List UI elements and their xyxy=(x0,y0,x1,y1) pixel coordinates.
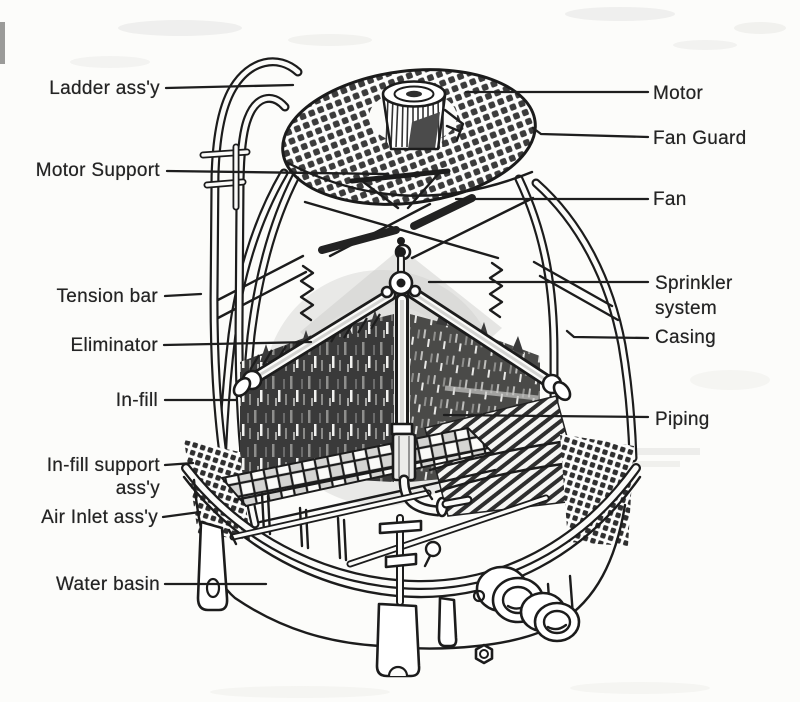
tension-bar-rods xyxy=(212,254,620,322)
basin-leg xyxy=(437,596,458,648)
label-in-fill-support: In-fill support ass'y xyxy=(46,455,160,499)
leader-tension-bar xyxy=(163,292,203,298)
spring-right xyxy=(488,261,504,319)
label-fan: Fan xyxy=(653,189,687,210)
leader-fan-guard xyxy=(531,126,650,139)
basin-leg xyxy=(375,602,421,678)
spring-left xyxy=(299,264,315,322)
drain-bolt xyxy=(474,643,494,665)
label-air-inlet-assy: Air Inlet ass'y xyxy=(41,507,158,528)
label-casing: Casing xyxy=(655,327,716,348)
outlet-pipes xyxy=(472,565,581,665)
leader-casing xyxy=(565,329,650,340)
leader-eliminator xyxy=(162,340,313,347)
scan-smudges xyxy=(0,7,786,698)
label-motor: Motor xyxy=(653,83,704,104)
central-shaft xyxy=(390,293,473,518)
float-valve xyxy=(378,514,442,606)
label-water-basin: Water basin xyxy=(56,574,160,595)
motor-support xyxy=(349,168,451,210)
label-ladder-assy: Ladder ass'y xyxy=(49,78,160,99)
leader-lines xyxy=(161,83,650,586)
label-motor-support: Motor Support xyxy=(35,160,160,181)
leader-piping xyxy=(442,413,650,419)
leader-ladder-assy xyxy=(164,83,295,90)
motor-bracket xyxy=(443,108,465,142)
water-basin xyxy=(181,463,642,678)
leader-air-inlet-assy xyxy=(161,510,202,519)
label-in-fill: In-fill xyxy=(115,390,158,411)
leader-in-fill-support xyxy=(163,461,195,467)
label-tension-bar: Tension bar xyxy=(56,286,158,307)
sprinkler-system xyxy=(232,237,572,402)
label-eliminator: Eliminator xyxy=(70,335,158,356)
label-piping: Piping xyxy=(655,409,710,430)
motor xyxy=(369,80,465,151)
leader-motor-support xyxy=(165,169,390,176)
label-sprinkler-system: Sprinkler system xyxy=(655,273,733,319)
label-fan-guard: Fan Guard xyxy=(653,128,747,149)
